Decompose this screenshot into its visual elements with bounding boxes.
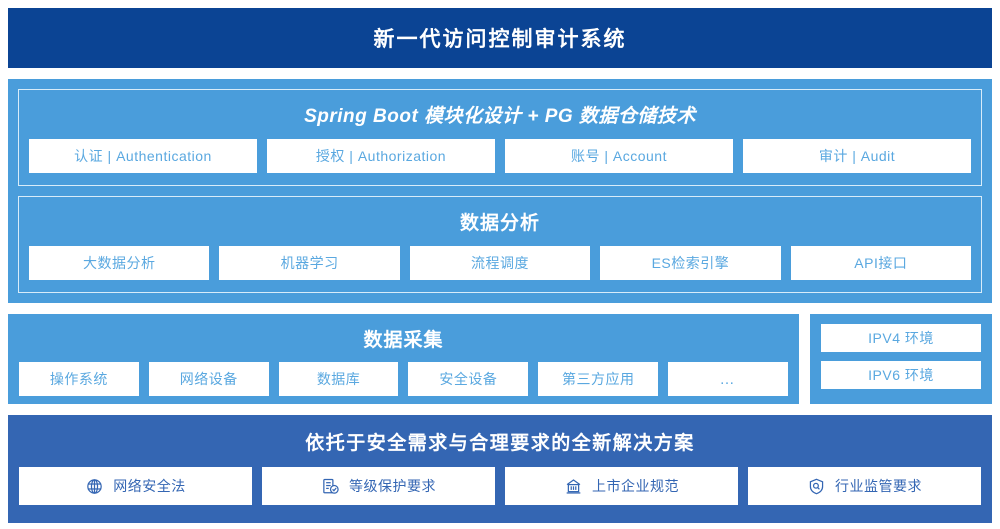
compliance-title: 依托于安全需求与合理要求的全新解决方案 bbox=[305, 433, 695, 454]
document-check-icon bbox=[321, 477, 340, 496]
platform-item-authentication[interactable]: 认证 | Authentication bbox=[29, 139, 257, 173]
compliance-item-label: 网络安全法 bbox=[113, 478, 186, 494]
compliance-item-label: 上市企业规范 bbox=[592, 478, 679, 494]
data-collection-items: 操作系统 网络设备 数据库 安全设备 第三方应用 … bbox=[19, 362, 788, 396]
bank-building-icon bbox=[564, 477, 583, 496]
compliance-item-label: 行业监管要求 bbox=[835, 478, 922, 494]
compliance-panel: 依托于安全需求与合理要求的全新解决方案 网络安全法 bbox=[8, 415, 992, 523]
shield-search-icon bbox=[807, 477, 826, 496]
globe-network-icon bbox=[85, 477, 104, 496]
data-analysis-title: 数据分析 bbox=[459, 213, 540, 234]
platform-item-audit[interactable]: 审计 | Audit bbox=[743, 139, 971, 173]
collection-item-third-party-app[interactable]: 第三方应用 bbox=[538, 362, 659, 396]
compliance-item-industry-supervision[interactable]: 行业监管要求 bbox=[748, 467, 981, 505]
data-collection-panel: 数据采集 操作系统 网络设备 数据库 安全设备 第三方应用 … bbox=[8, 314, 799, 404]
collection-item-network-device[interactable]: 网络设备 bbox=[148, 362, 269, 396]
compliance-item-listed-company-standard[interactable]: 上市企业规范 bbox=[505, 467, 738, 505]
data-analysis-items: 大数据分析 机器学习 流程调度 ES检索引擎 API接口 bbox=[29, 246, 972, 280]
collection-item-more[interactable]: … bbox=[668, 362, 788, 396]
collection-row: 数据采集 操作系统 网络设备 数据库 安全设备 第三方应用 … IPV4 环境 … bbox=[8, 314, 992, 404]
compliance-item-cybersecurity-law[interactable]: 网络安全法 bbox=[19, 467, 252, 505]
data-analysis-item-machine-learning[interactable]: 机器学习 bbox=[219, 246, 400, 280]
environment-item-ipv6[interactable]: IPV6 环境 bbox=[821, 361, 981, 389]
compliance-item-classified-protection[interactable]: 等级保护要求 bbox=[262, 467, 495, 505]
compliance-item-label: 等级保护要求 bbox=[349, 478, 436, 494]
platform-item-account[interactable]: 账号 | Account bbox=[505, 139, 733, 173]
platform-item-authorization[interactable]: 授权 | Authorization bbox=[267, 139, 495, 173]
data-analysis-item-es-search[interactable]: ES检索引擎 bbox=[600, 246, 781, 280]
data-analysis-item-api[interactable]: API接口 bbox=[790, 246, 972, 280]
environment-item-ipv4[interactable]: IPV4 环境 bbox=[821, 324, 981, 352]
platform-panel: Spring Boot 模块化设计 + PG 数据仓储技术 认证 | Authe… bbox=[8, 79, 992, 303]
platform-group-items: 认证 | Authentication 授权 | Authorization 账… bbox=[29, 139, 971, 173]
header-bar: 新一代访问控制审计系统 bbox=[8, 8, 992, 68]
collection-item-security-device[interactable]: 安全设备 bbox=[408, 362, 529, 396]
environment-panel: IPV4 环境 IPV6 环境 bbox=[810, 314, 992, 404]
platform-group-data-analysis: 数据分析 大数据分析 机器学习 流程调度 ES检索引擎 API接口 bbox=[18, 196, 982, 293]
collection-item-operating-system[interactable]: 操作系统 bbox=[19, 362, 139, 396]
data-analysis-item-process-scheduling[interactable]: 流程调度 bbox=[409, 246, 591, 280]
data-collection-title: 数据采集 bbox=[363, 330, 444, 351]
collection-item-database[interactable]: 数据库 bbox=[278, 362, 399, 396]
platform-group-title: Spring Boot 模块化设计 + PG 数据仓储技术 bbox=[304, 106, 696, 127]
platform-group-spring-boot: Spring Boot 模块化设计 + PG 数据仓储技术 认证 | Authe… bbox=[18, 89, 982, 186]
page-title: 新一代访问控制审计系统 bbox=[373, 28, 627, 51]
data-analysis-item-big-data[interactable]: 大数据分析 bbox=[29, 246, 210, 280]
compliance-items: 网络安全法 等级保护要求 bbox=[19, 467, 981, 505]
